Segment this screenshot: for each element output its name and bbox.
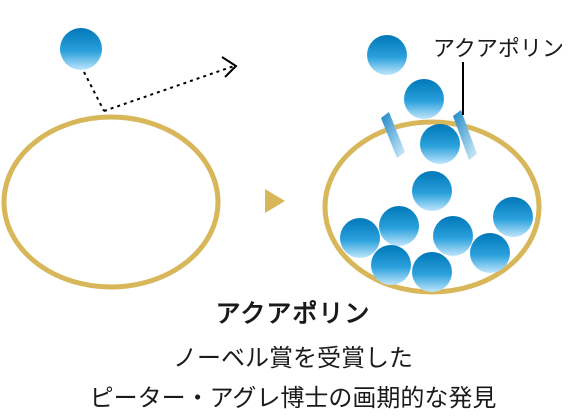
water-molecule-icon [367, 35, 407, 75]
water-molecule-icon [404, 79, 444, 119]
caption-line-1: ノーベル賞を受賞した [173, 344, 413, 372]
caption-line-2: ピーター・アグレ博士の画期的な発見 [89, 384, 497, 412]
water-molecule-icon [371, 245, 411, 285]
right-cell: アクアポリン [322, 35, 564, 295]
water-molecule-icon [433, 216, 473, 256]
water-molecule-icon [470, 233, 510, 273]
water-molecule-icon [493, 197, 533, 237]
aquaporin-diagram: アクアポリン [1, 28, 564, 295]
water-molecule-icon [379, 206, 419, 246]
aquaporin-channel-icon [381, 110, 477, 160]
left-cell [1, 28, 238, 290]
water-molecule-icon [340, 218, 380, 258]
caption-title: アクアポリン [215, 299, 371, 328]
play-triangle-icon [265, 189, 285, 213]
water-molecule-icon [412, 252, 452, 292]
cell-membrane-left [1, 114, 221, 290]
water-molecule-icon [60, 28, 102, 70]
aquaporin-label: アクアポリン [433, 37, 564, 62]
water-molecule-icon [412, 171, 452, 211]
dotted-arrow-icon [83, 56, 238, 112]
water-molecule-icon [420, 124, 460, 164]
